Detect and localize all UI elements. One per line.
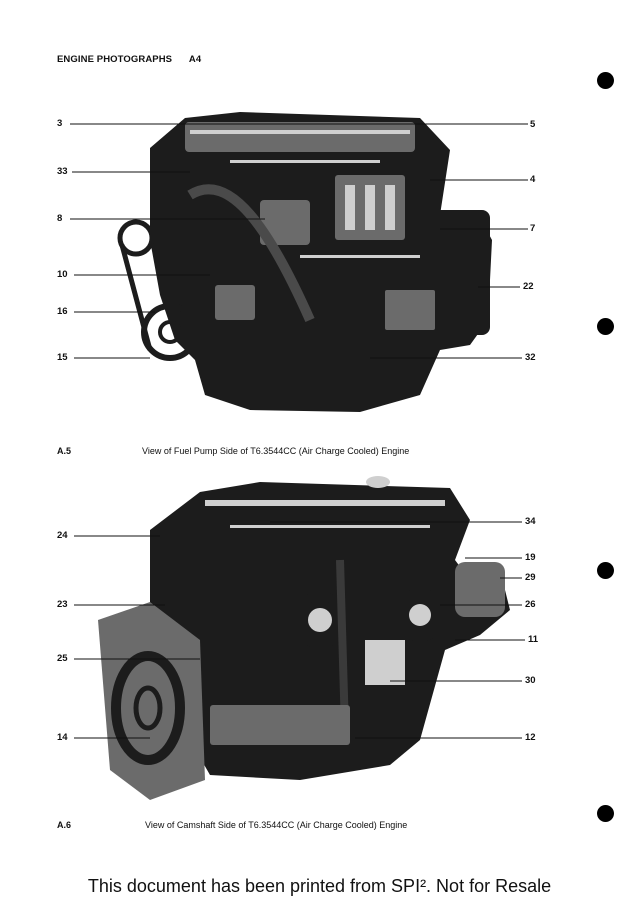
figure-a5: 3 33 8 10 16 15 5 4 7 22 32 A.5 View of … bbox=[57, 112, 536, 456]
callout-32: 32 bbox=[525, 352, 536, 363]
engine-photo-fuel-pump-side bbox=[70, 112, 528, 412]
callout-26: 26 bbox=[525, 599, 536, 610]
callout-11: 11 bbox=[528, 634, 539, 645]
callout-4: 4 bbox=[530, 174, 536, 185]
binder-hole bbox=[597, 318, 614, 335]
callout-10: 10 bbox=[57, 269, 68, 280]
header-title: ENGINE PHOTOGRAPHS bbox=[57, 54, 173, 65]
footer-notice: This document has been printed from SPI²… bbox=[87, 876, 552, 896]
callout-16: 16 bbox=[57, 306, 68, 317]
figure-caption: View of Fuel Pump Side of T6.3544CC (Air… bbox=[142, 446, 410, 456]
binder-hole bbox=[597, 72, 614, 89]
figure-number: A.5 bbox=[57, 446, 72, 456]
page-header: ENGINE PHOTOGRAPHS A4 bbox=[57, 54, 201, 65]
figure-number: A.6 bbox=[57, 820, 72, 830]
callout-30: 30 bbox=[525, 675, 536, 686]
figure-a6: 24 23 25 14 34 19 29 26 11 30 12 A.6 Vie… bbox=[0, 470, 639, 840]
callout-19: 19 bbox=[525, 552, 536, 563]
callout-23: 23 bbox=[57, 599, 68, 610]
callout-12: 12 bbox=[525, 732, 536, 743]
callout-22: 22 bbox=[523, 281, 534, 292]
callout-34: 34 bbox=[525, 516, 536, 527]
figure-caption: View of Camshaft Side of T6.3544CC (Air … bbox=[145, 820, 408, 830]
binder-hole bbox=[597, 562, 614, 579]
callout-29: 29 bbox=[525, 572, 536, 583]
callout-24: 24 bbox=[57, 530, 68, 541]
header-code: A4 bbox=[188, 54, 202, 65]
callout-15: 15 bbox=[57, 352, 68, 363]
callout-7: 7 bbox=[530, 223, 536, 234]
callout-33: 33 bbox=[57, 166, 68, 177]
callout-5: 5 bbox=[530, 119, 536, 130]
callout-25: 25 bbox=[57, 653, 68, 664]
callout-14: 14 bbox=[57, 732, 68, 743]
binder-hole bbox=[597, 805, 614, 822]
callout-3: 3 bbox=[57, 118, 63, 129]
engine-photo-camshaft-side bbox=[74, 476, 525, 800]
callout-8: 8 bbox=[57, 213, 63, 224]
